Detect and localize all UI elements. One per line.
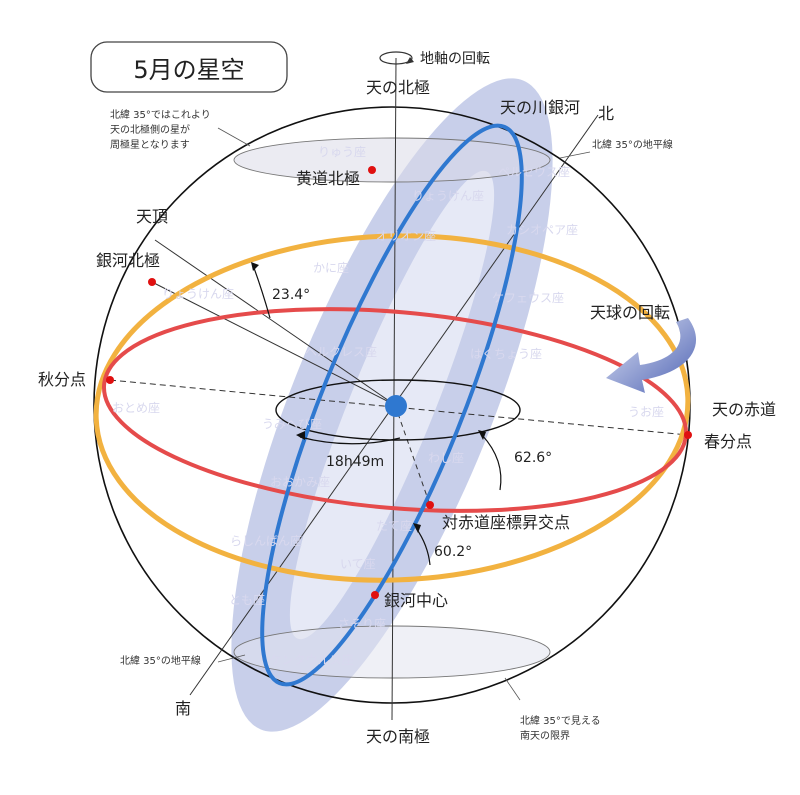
constellation-label-hercules: ヘルクレス座	[305, 344, 377, 359]
south-celestial-pole-label: 天の南極	[366, 727, 430, 746]
angle-arc-node-arrow	[413, 523, 421, 533]
ecliptic-ring	[93, 233, 691, 583]
circumpolar-circle	[233, 137, 551, 183]
axis-rotation-arrowhead	[406, 57, 414, 64]
constellation-label-bootes: りょうけん座	[162, 286, 234, 301]
angle-arc-ra	[299, 436, 401, 445]
ascending-node-marker	[426, 501, 434, 509]
ecliptic-north-pole-marker	[368, 166, 376, 174]
constellation-label-aquila: わし座	[428, 450, 464, 465]
ecliptic-north-pole-label: 黄道北極	[296, 169, 360, 188]
autumn-equinox-marker	[106, 376, 114, 384]
circumpolar-note-leader	[217, 127, 251, 147]
axis-rotation-label: 地軸の回転	[420, 51, 490, 67]
ascending-node-label: 対赤道座標昇交点	[442, 513, 570, 532]
spring-equinox-label: 春分点	[704, 432, 752, 451]
right-ascension-label: 18h49m	[326, 454, 384, 470]
sphere-rotation-arrow-icon	[606, 318, 697, 393]
constellation-label-lupus: おおかみ座	[270, 474, 330, 489]
inner-rotation-ellipse	[275, 379, 521, 441]
circumpolar-note-line-2: 天の北極側の星が	[110, 123, 190, 136]
angle-node-label: 60.2°	[434, 544, 472, 560]
constellation-label-monoceros: とも座	[229, 592, 265, 607]
angle-arc-galactic-arrow	[478, 430, 486, 440]
circumpolar-note-line-1: 北緯 35°ではこれより	[110, 108, 211, 121]
north-celestial-pole-label: 天の北極	[366, 78, 430, 97]
angle-galactic-label: 62.6°	[514, 450, 552, 466]
galactic-equator-ring	[260, 123, 524, 687]
milky-way-label: 天の川銀河	[500, 98, 580, 117]
angle-arc-ecliptic-arrow	[251, 262, 259, 271]
constellation-label-orion: オリオン座	[376, 228, 436, 243]
earth-center	[385, 395, 407, 417]
axis-rotation-icon	[379, 51, 413, 65]
galactic-center-marker	[371, 591, 379, 599]
constellation-label-virgo: おとめ座	[112, 400, 160, 415]
page-title: 5月の星空	[133, 56, 244, 84]
circumpolar-note-line-3: 周極星となります	[110, 138, 190, 151]
constellation-label-scutum: たて座	[376, 518, 412, 533]
constellation-label-carina: らしんばん座	[230, 533, 302, 548]
constellation-label-draco: りゅう座	[318, 144, 366, 159]
constellation-label-centaurus: ケンタウルス座	[270, 652, 354, 667]
horizon-lower-leader	[217, 654, 246, 663]
constellation-label-cepheus: ケフェウス座	[492, 290, 564, 305]
galactic-north-pole-marker	[148, 278, 156, 286]
southern-limit-note-line-1: 北緯 35°で見える	[520, 714, 601, 727]
zenith-line	[154, 239, 396, 406]
earth-axis	[391, 57, 397, 721]
angle-ecliptic-label: 23.4°	[272, 287, 310, 303]
celestial-equator-label: 天の赤道	[712, 400, 776, 419]
constellation-label-perseus: ペルセウス座	[498, 164, 570, 179]
horizon-lower-label: 北緯 35°の地平線	[120, 654, 201, 667]
galactic-center-label: 銀河中心	[384, 591, 448, 610]
southern-limit-note-line-2: 南天の限界	[520, 729, 570, 742]
north-label: 北	[598, 104, 614, 123]
horizon-upper-leader	[559, 151, 591, 159]
title-box: 5月の星空	[90, 41, 288, 93]
constellation-label-cassiopeia: カシオペア座	[506, 222, 578, 237]
angle-arc-ra-arrow	[296, 431, 305, 440]
galactic-pole-line	[151, 281, 396, 406]
angle-arc-galactic	[481, 434, 502, 491]
southern-limit-leader	[504, 677, 521, 701]
south-label: 南	[175, 699, 191, 718]
zenith-label: 天頂	[136, 207, 168, 226]
constellation-label-cygnus: はくちょう座	[470, 346, 542, 361]
autumn-equinox-label: 秋分点	[38, 370, 86, 389]
horizon-upper-label: 北緯 35°の地平線	[592, 138, 673, 151]
constellation-label-cassiopeia-small: りょうけん座	[412, 188, 484, 203]
constellation-label-sagittarius: いて座	[340, 556, 376, 571]
spring-equinox-marker	[684, 431, 692, 439]
constellation-label-cancer: かに座	[313, 260, 349, 275]
constellation-label-hydra: うみへび座	[262, 416, 322, 431]
angle-arc-ecliptic	[253, 267, 271, 319]
galactic-north-pole-label: 銀河北極	[96, 251, 160, 270]
sphere-rotation-label: 天球の回転	[590, 303, 670, 322]
constellation-label-pisces: うお座	[628, 404, 664, 419]
constellation-label-scorpius: さそり座	[338, 616, 386, 631]
